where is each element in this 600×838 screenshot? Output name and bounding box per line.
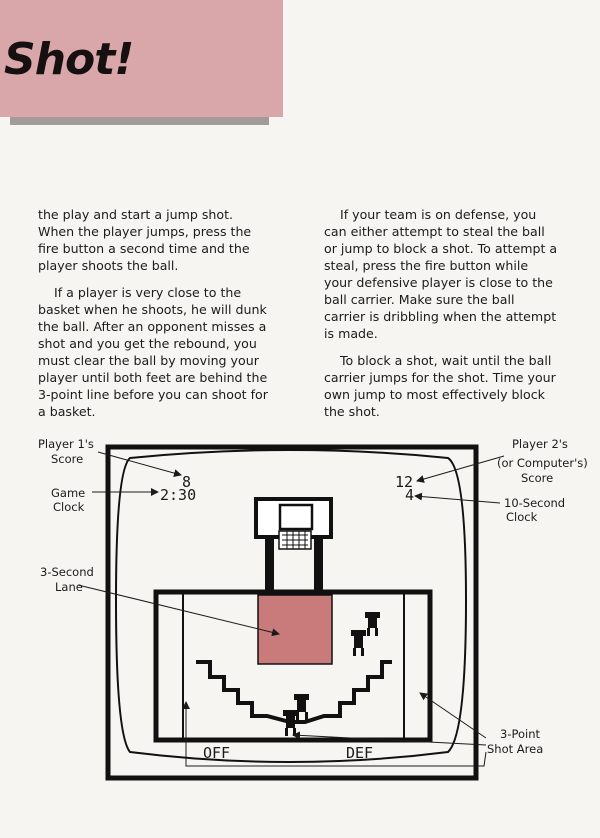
- title-banner-shadow: [10, 117, 269, 125]
- off-indicator: OFF: [203, 744, 230, 762]
- player-figure-1: [365, 612, 380, 636]
- p2-score-readout: 12: [395, 473, 413, 491]
- left-paragraph-1: the play and start a jump shot. When the…: [38, 207, 252, 273]
- three-point-line: [196, 660, 392, 724]
- callout-arrows: [77, 451, 505, 767]
- p2-score-label-line3: Score: [521, 471, 553, 485]
- left-text-column: the play and start a jump shot. When the…: [38, 206, 272, 430]
- right-paragraph-1: If your team is on defense, you can eith…: [324, 207, 558, 341]
- basket-net-mesh: [282, 531, 308, 549]
- screen-bezel: [114, 449, 468, 763]
- game-clock-label-line2: Clock: [53, 500, 85, 514]
- left-paragraph-2: If a player is very close to the basket …: [38, 285, 268, 419]
- lane-label-line2: Lane: [55, 580, 83, 594]
- game-clock-label-line1: Game: [51, 486, 85, 500]
- three-second-lane: [257, 594, 333, 665]
- p1-score-readout: 8: [182, 473, 191, 491]
- lane-label-line1: 3-Second: [40, 565, 94, 579]
- player-figure-3: [294, 694, 309, 720]
- def-indicator: DEF: [346, 744, 373, 762]
- post-left: [265, 537, 274, 592]
- court-inner-lines: [182, 592, 405, 740]
- player-figure-2: [351, 630, 366, 656]
- three-point-label-line2: Shot Area: [487, 742, 543, 756]
- page-title: Shot!: [4, 34, 134, 85]
- p2-score-label-line1: Player 2's: [512, 437, 568, 451]
- three-point-label-line1: 3-Point: [500, 727, 541, 741]
- ten-clock-label-line1: 10-Second: [504, 496, 565, 510]
- court-outline: [153, 589, 433, 743]
- p1-score-label-line2: Score: [51, 452, 83, 466]
- right-text-column: If your team is on defense, you can eith…: [324, 206, 558, 430]
- ten-clock-readout: 4: [405, 486, 414, 504]
- post-right: [314, 537, 323, 592]
- backboard-square: [278, 503, 314, 531]
- right-paragraph-2: To block a shot, wait until the ball car…: [324, 353, 556, 419]
- p2-score-label-line2: (or Computer's): [497, 456, 588, 470]
- game-clock-readout: 2:30: [160, 486, 196, 504]
- screen-frame: [105, 444, 479, 781]
- ten-clock-label-line2: Clock: [506, 510, 538, 524]
- title-banner: [0, 0, 283, 117]
- p1-score-label-line1: Player 1's: [38, 437, 94, 451]
